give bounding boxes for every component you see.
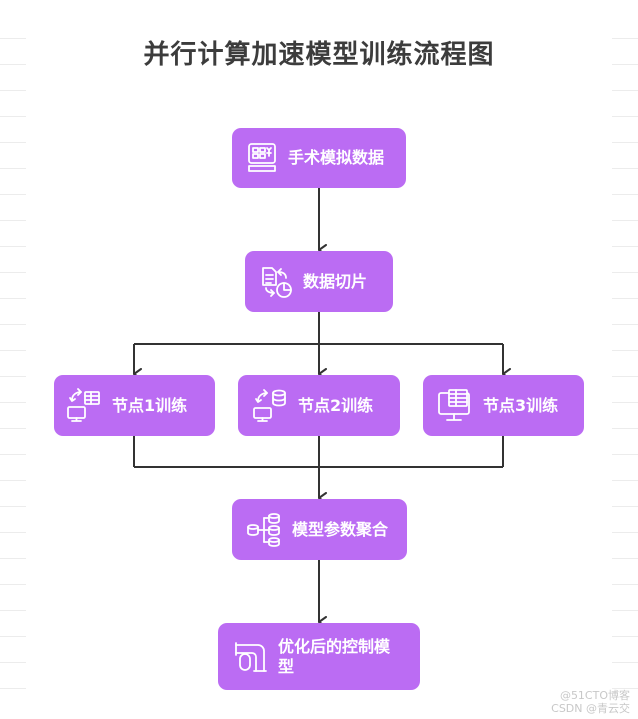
node-label: 节点2训练 [298,395,374,415]
watermark: @51CTO博客 CSDN @青云交 [551,689,630,715]
node-train-3: 节点3训练 [423,375,584,436]
pipe-connector-icon [232,639,268,675]
document-pie-split-icon [259,265,293,299]
node-label: 模型参数聚合 [292,519,389,539]
computer-table-sync-icon [66,387,102,424]
node-data-split: 数据切片 [245,251,393,312]
watermark-line-2: CSDN @青云交 [551,702,630,715]
monitor-table-icon [437,388,473,424]
node-aggregate: 模型参数聚合 [232,499,407,560]
node-label: 手术模拟数据 [288,148,385,167]
watermark-line-1: @51CTO博客 [559,689,630,702]
node-label: 节点1训练 [112,395,188,415]
node-data-generation: 手术模拟数据 [232,128,406,188]
diagram-title: 并行计算加速模型训练流程图 [143,40,495,70]
node-label: 数据切片 [303,271,368,291]
database-hierarchy-icon [246,512,284,548]
node-label: 优化后的控制模型 [278,636,391,676]
node-train-2: 节点2训练 [238,375,400,436]
node-label: 节点3训练 [483,395,559,415]
computer-database-sync-icon [252,388,288,424]
keyboard-terminal-icon [246,142,278,174]
node-train-1: 节点1训练 [54,375,215,436]
node-optimized-model: 优化后的控制模型 [218,623,420,690]
